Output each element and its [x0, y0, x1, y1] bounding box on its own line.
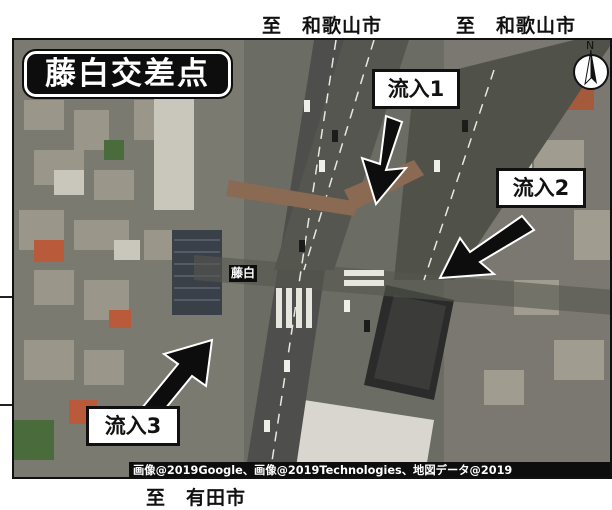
leader-line-lower — [0, 404, 12, 406]
destination-top-right: 至 和歌山市 — [456, 15, 577, 37]
inflow-1-arrow — [360, 114, 409, 207]
leader-line-upper — [0, 296, 12, 298]
inflow-3-label: 流入3 — [86, 406, 180, 446]
intersection-title: 藤白交差点 — [22, 49, 233, 99]
destination-bottom: 至 有田市 — [146, 487, 247, 509]
inflow-1-label: 流入1 — [372, 69, 460, 109]
place-label-fujishiro: 藤白 — [229, 265, 258, 282]
destination-top-left: 至 和歌山市 — [262, 15, 383, 37]
inflow-2-arrow — [438, 214, 536, 280]
aerial-map[interactable]: 藤白交差点 流入1 流入2 流入3 藤白 画像@2019Google、画像@20… — [12, 38, 612, 479]
imagery-credit: 画像@2019Google、画像@2019Technologies、地図データ@… — [129, 462, 610, 477]
north-label: N — [586, 39, 595, 52]
north-arrow-icon — [573, 49, 609, 90]
inflow-2-label: 流入2 — [496, 168, 586, 208]
inflow-3-arrow — [140, 338, 214, 422]
